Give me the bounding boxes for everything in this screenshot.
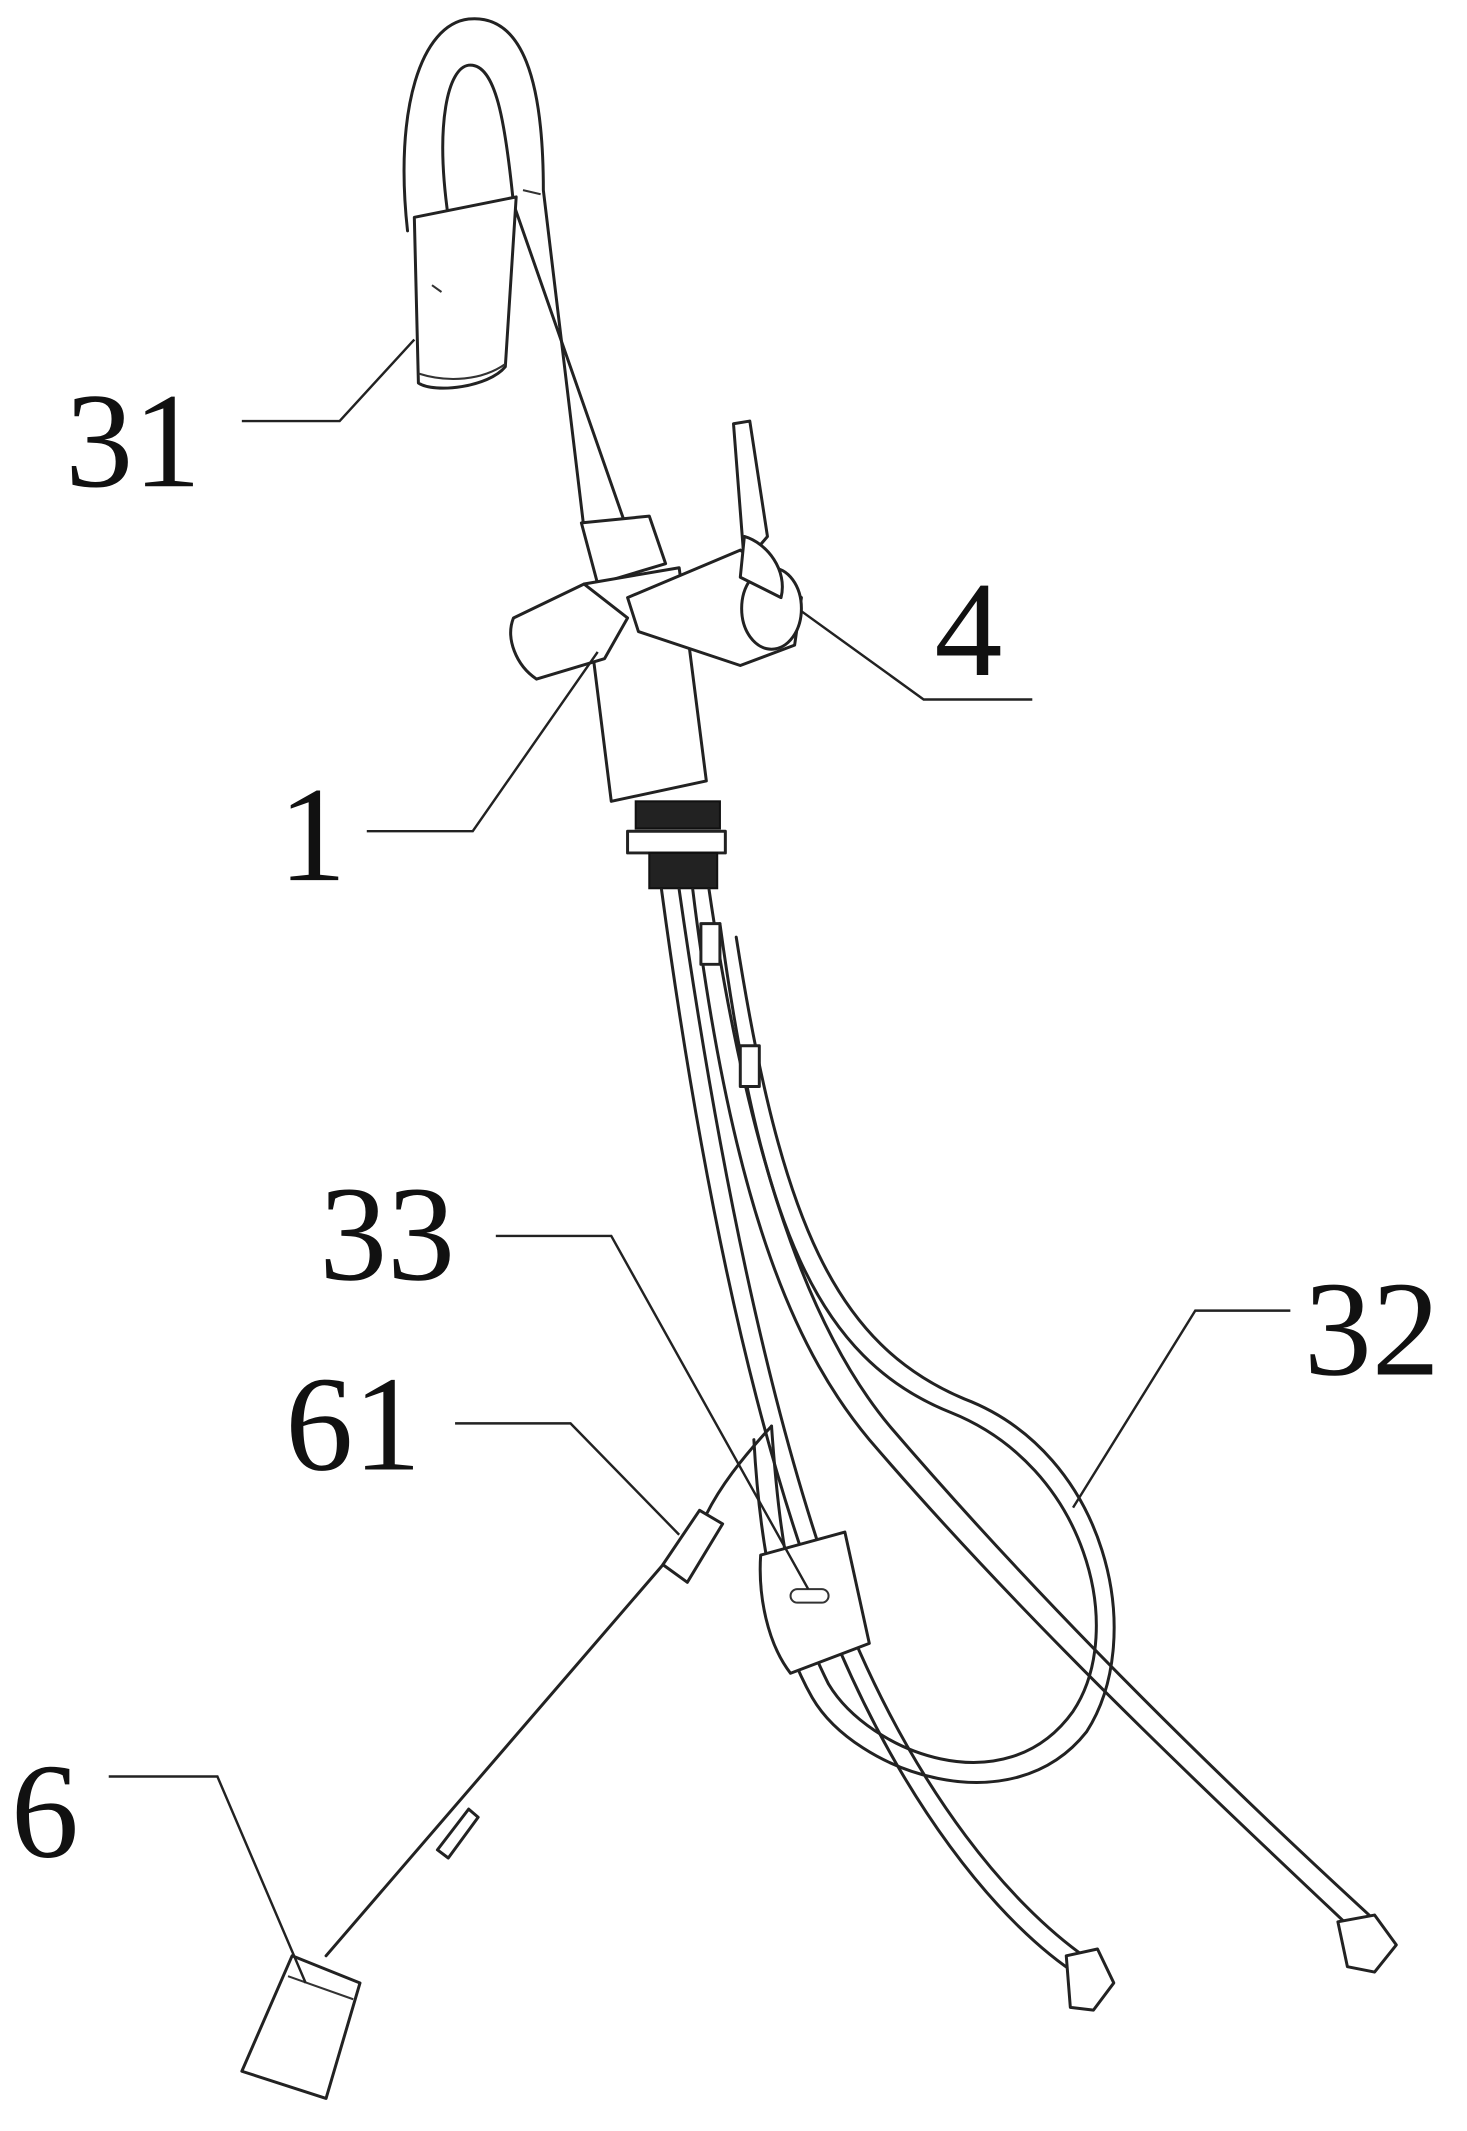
spray-head [412, 195, 518, 390]
threaded-nut [626, 800, 727, 890]
sensor-wire [324, 1424, 774, 1958]
faucet-body [509, 419, 803, 803]
label-1: 1 [279, 760, 347, 910]
sensor-box [240, 1954, 362, 2100]
label-32: 32 [1304, 1254, 1440, 1404]
hoses [660, 888, 1398, 2012]
label-61: 61 [285, 1350, 421, 1500]
spout [402, 17, 627, 532]
leader-lines [108, 338, 1291, 1984]
label-31: 31 [65, 366, 201, 516]
clamp-block [758, 1530, 871, 1675]
label-33: 33 [319, 1159, 455, 1309]
label-4: 4 [935, 555, 1003, 705]
label-6: 6 [11, 1737, 79, 1887]
